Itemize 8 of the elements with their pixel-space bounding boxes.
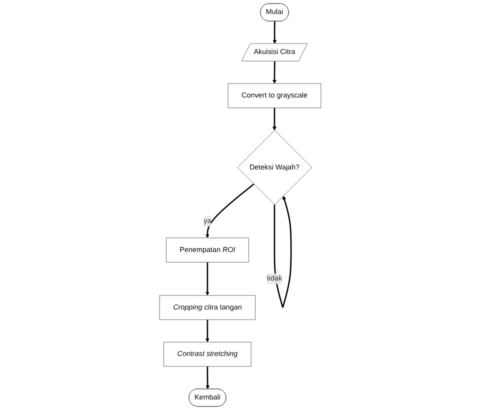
arrow bbox=[272, 61, 277, 84]
arrow bbox=[206, 184, 255, 238]
arrow bbox=[206, 320, 210, 342]
arrow bbox=[272, 21, 277, 44]
arrow bbox=[274, 196, 292, 308]
arrow bbox=[206, 366, 210, 390]
arrow bbox=[206, 262, 210, 296]
arrow bbox=[272, 108, 277, 130]
